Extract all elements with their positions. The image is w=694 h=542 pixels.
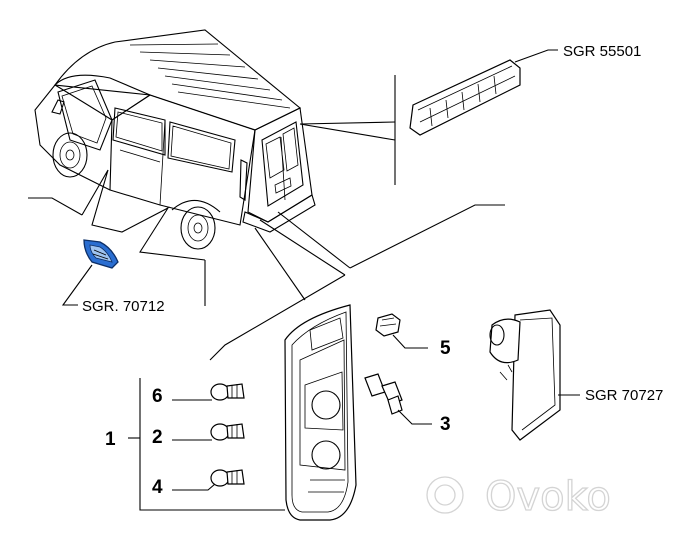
clip-5-part [375,313,401,337]
item-callouts: 1 6 2 4 5 3 [105,334,451,511]
item-number-1: 1 [105,429,116,450]
tail-light-assembly-part [284,304,357,521]
callout-sgr-55501: SGR 55501 [563,43,641,60]
item-number-2: 2 [152,427,163,448]
item-number-5: 5 [440,338,451,359]
reflector-callout: SGR. 70712 [61,264,165,315]
side-marker-lamp-part [489,309,561,441]
bulb-4-part [210,469,245,487]
bulb-2-part [210,423,245,441]
connector-3-part [364,373,403,415]
rear-reflector-part [83,239,119,269]
item-number-6: 6 [152,386,163,407]
item-number-4: 4 [152,477,163,498]
third-brake-light-part [409,59,521,136]
side-marker-callout: SGR 70727 [558,387,663,404]
van-leader-lines [28,75,505,361]
van-illustration [34,29,316,250]
brake-light-callout: SGR 55501 [514,43,641,63]
callout-sgr-70727: SGR 70727 [585,387,663,404]
watermark-logo: Ovoko [426,473,611,521]
item-number-3: 3 [440,414,451,435]
callout-sgr-70712: SGR. 70712 [82,298,165,315]
bulb-6-part [210,383,245,401]
watermark-brand: Ovoko [485,474,611,520]
